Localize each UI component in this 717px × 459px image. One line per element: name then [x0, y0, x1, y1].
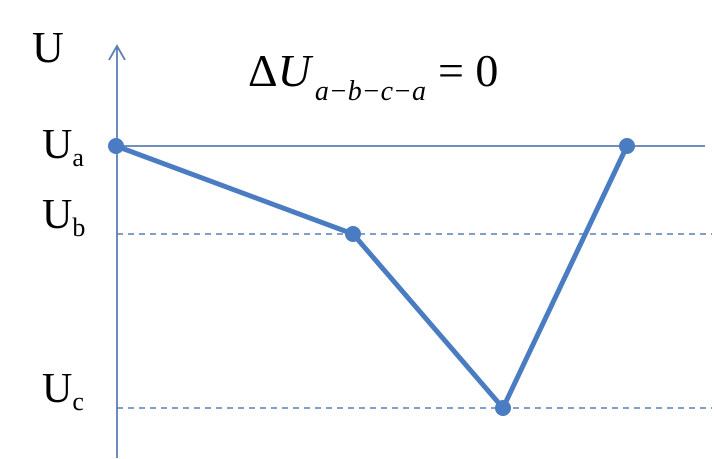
level-label-c-base: U — [42, 366, 72, 412]
point-a-end — [619, 138, 635, 154]
point-c — [495, 400, 511, 416]
equation-variable: U — [278, 45, 314, 96]
point-b — [345, 226, 361, 242]
axis-arrow-icon — [108, 44, 126, 61]
level-label-a-sub: a — [72, 143, 84, 172]
axis-label: U — [32, 23, 64, 72]
level-label-c-sub: c — [72, 387, 84, 416]
level-label-b-sub: b — [72, 213, 85, 242]
equation-equals: = 0 — [438, 45, 498, 96]
level-label-b-base: U — [42, 192, 72, 238]
potential-path — [113, 143, 630, 411]
level-label-c: Uc — [42, 366, 84, 416]
equation-subscript: a−b−c−a — [315, 76, 426, 107]
level-label-a: Ua — [42, 122, 84, 172]
level-label-b: Ub — [42, 192, 85, 242]
point-a-start — [108, 138, 124, 154]
level-label-a-base: U — [42, 122, 72, 168]
equation-delta: Δ — [248, 45, 278, 96]
